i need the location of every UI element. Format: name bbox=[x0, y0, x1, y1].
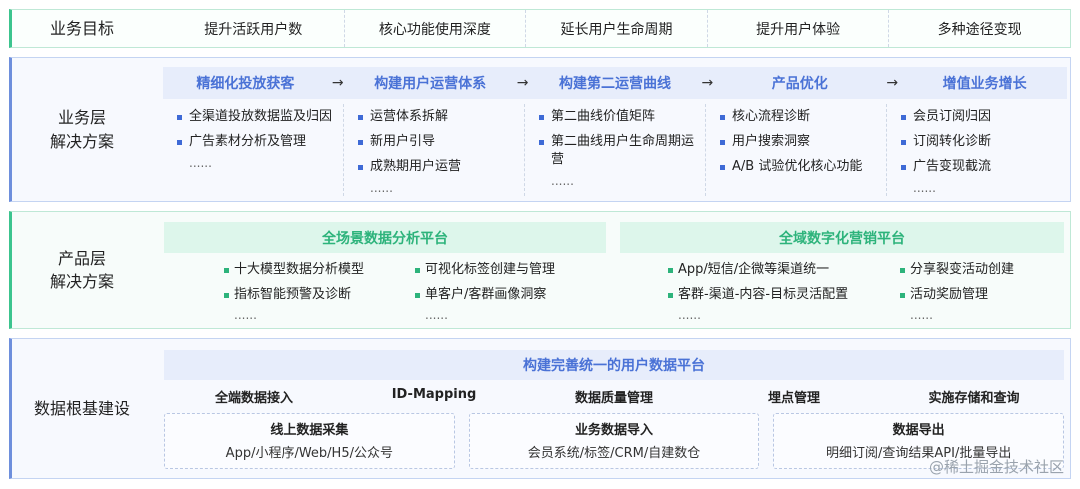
more-ellipsis: ...... bbox=[370, 181, 393, 195]
data-flow-boxes: 线上数据采集 App/小程序/Web/H5/公众号 业务数据导入 会员系统/标签… bbox=[164, 413, 1065, 469]
prod-feature: 可视化标签创建与管理 bbox=[415, 261, 606, 279]
prod-feature: 单客户/客群画像洞察 bbox=[415, 286, 606, 304]
arrow-right-icon: → bbox=[516, 75, 529, 91]
biz-flow-header: 精细化投放获客 → 构建用户运营体系 → 构建第二运营曲线 → 产品优化 → 增… bbox=[163, 67, 1067, 99]
biz-item: 核心流程诊断 bbox=[718, 108, 886, 126]
data-foundation-section: 数据根基建设 构建完善统一的用户数据平台 全端数据接入 ID-Mapping 数… bbox=[9, 338, 1071, 479]
watermark: @稀土掘金技术社区 bbox=[928, 458, 1064, 476]
business-solutions-section: 业务层 解决方案 精细化投放获客 → 构建用户运营体系 → 构建第二运营曲线 →… bbox=[9, 57, 1071, 202]
prod-feature: 客群-渠道-内容-目标灵活配置 bbox=[668, 286, 900, 304]
biz-item: 会员订阅归因 bbox=[899, 108, 1067, 126]
data-capability: ID-Mapping bbox=[391, 387, 477, 402]
data-box-title: 数据导出 bbox=[892, 423, 945, 438]
goals-row: 提升活跃用户数 核心功能使用深度 延长用户生命周期 提升用户体验 多种途径变现 bbox=[163, 10, 1070, 47]
analytics-platform-panel: 全场景数据分析平台 十大模型数据分析模型 可视化标签创建与管理 指标智能预警及诊… bbox=[164, 222, 606, 322]
prod-feature: 指标智能预警及诊断 bbox=[224, 286, 415, 304]
biz-label: 业务层 解决方案 bbox=[49, 108, 114, 151]
biz-item: 成熟期用户运营 bbox=[356, 158, 524, 176]
data-box-title: 业务数据导入 bbox=[575, 423, 654, 438]
business-goals-section: 业务目标 提升活跃用户数 核心功能使用深度 延长用户生命周期 提升用户体验 多种… bbox=[9, 9, 1071, 48]
data-box-subtitle: App/小程序/Web/H5/公众号 bbox=[225, 446, 393, 461]
data-label: 数据根基建设 bbox=[33, 398, 130, 418]
prod-feature: 十大模型数据分析模型 bbox=[224, 261, 415, 279]
more-ellipsis: ...... bbox=[189, 156, 212, 170]
more-ellipsis: ...... bbox=[913, 181, 936, 195]
data-capabilities: 全端数据接入 ID-Mapping 数据质量管理 埋点管理 实施存储和查询 bbox=[164, 387, 1064, 407]
data-platform-title: 构建完善统一的用户数据平台 bbox=[164, 350, 1064, 380]
goals-label: 业务目标 bbox=[49, 18, 114, 38]
prod-feature: App/短信/企微等渠道统一 bbox=[668, 261, 900, 279]
data-box-subtitle: 明细订阅/查询结果API/批量导出 bbox=[826, 446, 1012, 461]
biz-item: 广告素材分析及管理 bbox=[175, 133, 343, 151]
biz-item: A/B 试验优化核心功能 bbox=[718, 158, 886, 176]
biz-column: 全渠道投放数据监及归因 广告素材分析及管理 ...... bbox=[163, 104, 343, 196]
more-ellipsis: ...... bbox=[425, 308, 448, 322]
data-box: 数据导出 明细订阅/查询结果API/批量导出 bbox=[773, 413, 1065, 469]
marketing-platform-title: 全域数字化营销平台 bbox=[620, 222, 1064, 253]
data-capability: 埋点管理 bbox=[767, 391, 820, 406]
data-box-title: 线上数据采集 bbox=[270, 423, 349, 438]
biz-item: 用户搜索洞察 bbox=[718, 133, 886, 151]
biz-item: 广告变现截流 bbox=[899, 158, 1067, 176]
goal-item: 提升活跃用户数 bbox=[204, 21, 303, 38]
biz-stage-title: 构建第二运营曲线 bbox=[558, 76, 671, 92]
marketing-feature-grid: App/短信/企微等渠道统一 分享裂变活动创建 客群-渠道-内容-目标灵活配置 … bbox=[620, 253, 1064, 322]
data-box: 线上数据采集 App/小程序/Web/H5/公众号 bbox=[164, 413, 455, 469]
more-ellipsis: ...... bbox=[910, 308, 933, 322]
arrow-right-icon: → bbox=[701, 75, 714, 91]
goal-item: 延长用户生命周期 bbox=[525, 10, 707, 47]
prod-feature: 活动奖励管理 bbox=[900, 286, 1064, 304]
data-box-subtitle: 会员系统/标签/CRM/自建数仓 bbox=[527, 446, 701, 461]
product-solutions-section: 产品层 解决方案 全场景数据分析平台 十大模型数据分析模型 可视化标签创建与管理… bbox=[9, 211, 1071, 329]
data-box: 业务数据导入 会员系统/标签/CRM/自建数仓 bbox=[468, 413, 760, 469]
more-ellipsis: ...... bbox=[551, 174, 574, 188]
biz-item: 运营体系拆解 bbox=[356, 108, 524, 126]
biz-stage-title: 精细化投放获客 bbox=[196, 76, 295, 92]
biz-stage-title: 构建用户运营体系 bbox=[374, 76, 487, 92]
biz-item: 新用户引导 bbox=[356, 133, 524, 151]
biz-item: 第二曲线价值矩阵 bbox=[537, 108, 705, 126]
biz-column: 运营体系拆解 新用户引导 成熟期用户运营 ...... bbox=[343, 104, 524, 196]
more-ellipsis: ...... bbox=[234, 308, 257, 322]
data-capability: 数据质量管理 bbox=[574, 391, 653, 406]
biz-column: 第二曲线价值矩阵 第二曲线用户生命周期运营 ...... bbox=[524, 104, 705, 196]
more-ellipsis: ...... bbox=[678, 308, 701, 322]
goal-item: 核心功能使用深度 bbox=[343, 10, 526, 47]
goal-item: 提升用户体验 bbox=[706, 10, 889, 47]
data-capability: 实施存储和查询 bbox=[928, 391, 1020, 406]
biz-item: 第二曲线用户生命周期运营 bbox=[537, 133, 705, 169]
analytics-platform-title: 全场景数据分析平台 bbox=[164, 222, 606, 253]
biz-item: 订阅转化诊断 bbox=[899, 133, 1067, 151]
biz-stage-title: 增值业务增长 bbox=[942, 76, 1027, 92]
biz-stage-title: 产品优化 bbox=[771, 76, 828, 92]
marketing-platform-panel: 全域数字化营销平台 App/短信/企微等渠道统一 分享裂变活动创建 客群-渠道-… bbox=[620, 222, 1064, 322]
biz-column: 核心流程诊断 用户搜索洞察 A/B 试验优化核心功能 bbox=[705, 104, 886, 196]
data-capability: 全端数据接入 bbox=[214, 391, 293, 406]
prod-label: 产品层 解决方案 bbox=[49, 248, 114, 291]
arrow-right-icon: → bbox=[331, 75, 344, 91]
biz-item: 全渠道投放数据监及归因 bbox=[175, 108, 343, 126]
prod-feature: 分享裂变活动创建 bbox=[900, 261, 1064, 279]
analytics-feature-grid: 十大模型数据分析模型 可视化标签创建与管理 指标智能预警及诊断 单客户/客群画像… bbox=[164, 253, 606, 322]
arrow-right-icon: → bbox=[886, 75, 899, 91]
goal-item: 多种途径变现 bbox=[888, 10, 1070, 47]
biz-column: 会员订阅归因 订阅转化诊断 广告变现截流 ...... bbox=[886, 104, 1067, 196]
biz-columns: 全渠道投放数据监及归因 广告素材分析及管理 ...... 运营体系拆解 新用户引… bbox=[163, 104, 1067, 196]
